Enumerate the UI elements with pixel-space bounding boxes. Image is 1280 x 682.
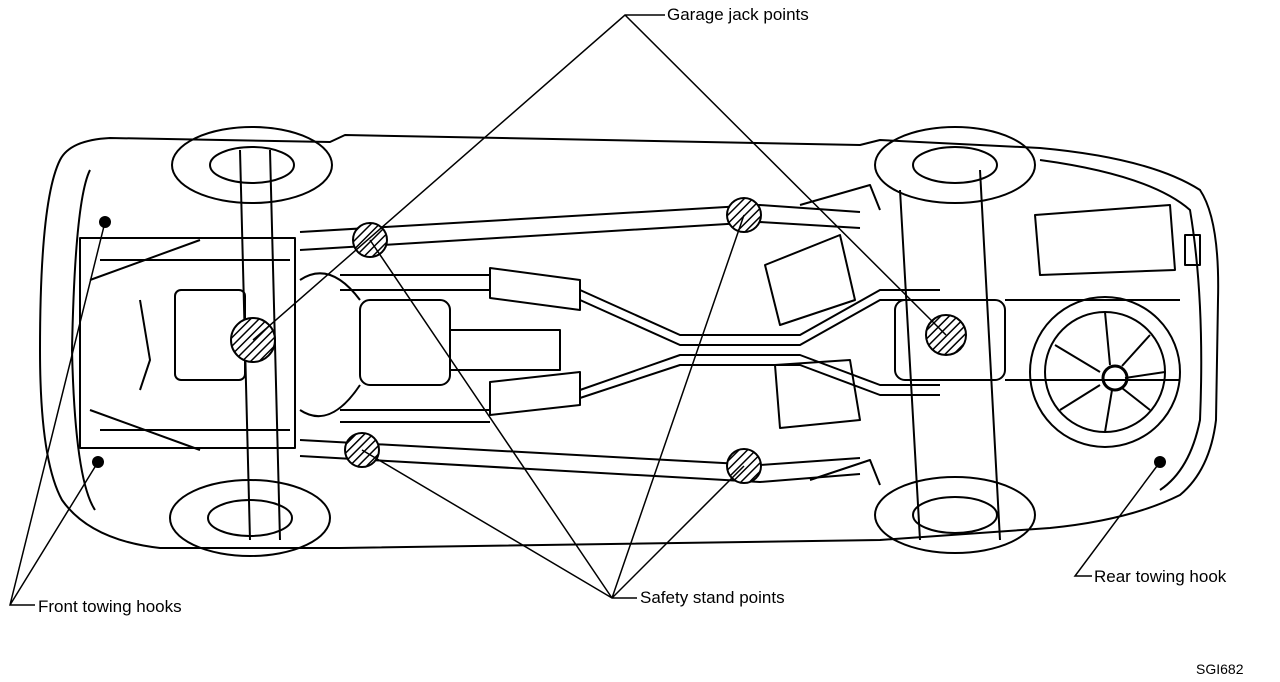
leader-safety-stand [361,214,745,599]
exhaust-bottom [340,409,490,423]
wheel-rear-top [874,126,1036,204]
leader-garage-jack [252,14,947,341]
wheel-front-bottom [169,479,331,557]
front-crossmember [79,237,296,449]
transmission [359,299,451,386]
exhaust-top [340,274,490,291]
rear-axle-housing [894,299,1006,381]
figure-code: SGI682 [1196,661,1244,677]
muffler-top [764,234,856,326]
wheel-front-top [171,126,333,204]
leader-front-towing [9,221,106,606]
leader-rear-towing [1073,461,1161,577]
garage-jack-points-label: Garage jack points [667,5,809,24]
rear-tank [1034,204,1176,276]
front-towing-hooks-label: Front towing hooks [38,597,182,616]
rear-towing-hook-label: Rear towing hook [1094,567,1227,586]
spare-wheel [1029,296,1181,448]
muffler-bottom [774,359,861,429]
safety-stand-points-label: Safety stand points [640,588,785,607]
body-outline [39,134,1220,549]
jack-points [230,197,967,484]
side-rail-bottom [299,439,861,483]
wheel-rear-bottom [874,476,1036,554]
